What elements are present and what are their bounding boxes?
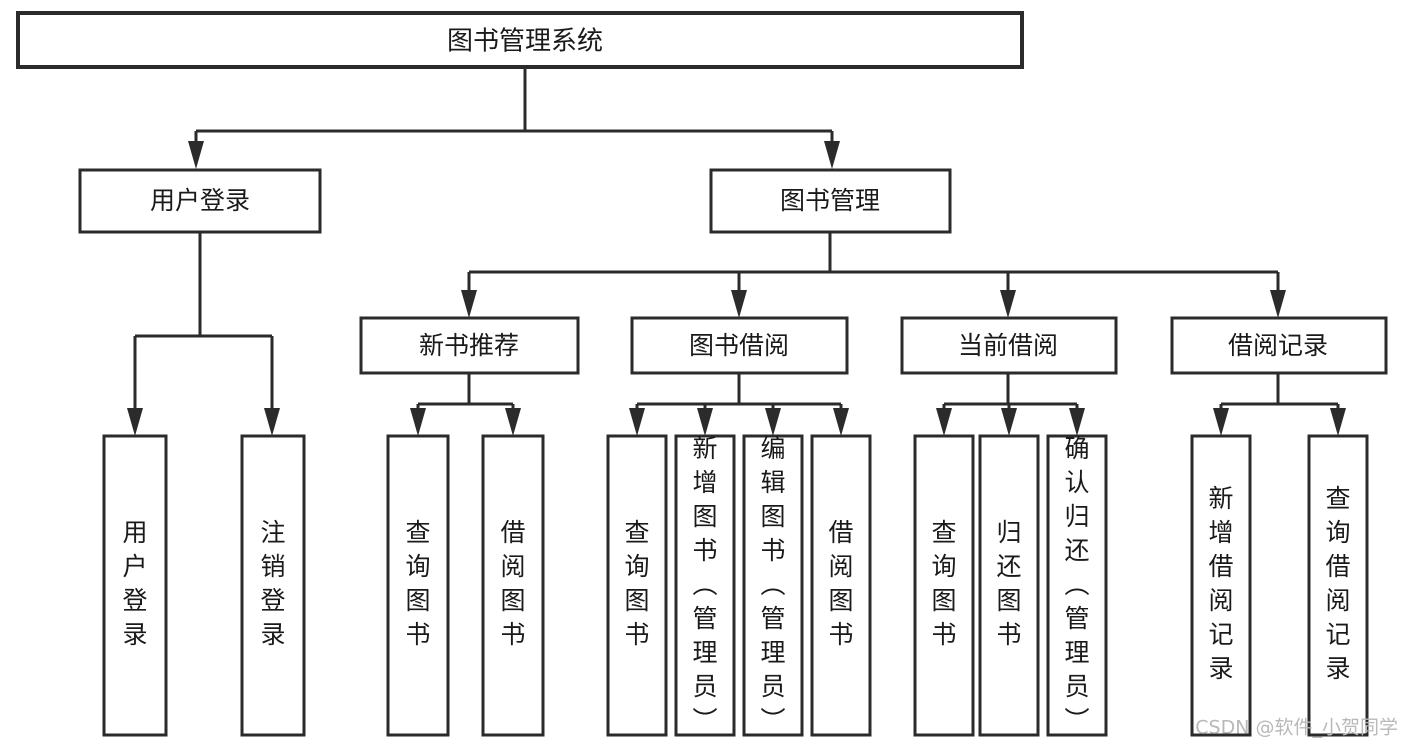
leaf-add-book-label: 新增图书︵管理员︶: [692, 434, 717, 735]
node-user-login[interactable]: 用户登录: [78, 168, 322, 234]
node-new-book-recommend[interactable]: 新书推荐: [359, 316, 580, 375]
leaf-return-book[interactable]: 归还图书: [978, 434, 1040, 737]
leaf-add-record-box[interactable]: [1190, 434, 1252, 737]
leaf-query-book-1[interactable]: 查询图书: [386, 434, 450, 737]
node-root-box[interactable]: [16, 11, 1024, 69]
leaf-borrow-book-1-label: 借阅图书: [500, 518, 525, 649]
node-current-borrow-box[interactable]: [900, 316, 1118, 375]
leaf-edit-book-label: 编辑图书︵管理员︶: [760, 434, 785, 735]
leaf-borrow-book-2-box[interactable]: [810, 434, 872, 737]
node-borrow-record[interactable]: 借阅记录: [1170, 316, 1388, 375]
arrow-currentborrow-leaf-2: [1069, 408, 1085, 436]
leaf-query-book-2-box[interactable]: [606, 434, 668, 737]
arrow-bookborrow-leaf-0: [629, 408, 645, 436]
leaf-edit-book[interactable]: 编辑图书︵管理员︶: [742, 434, 804, 737]
arrow-to-new-book-recommend: [461, 290, 477, 318]
arrow-currentborrow-leaf-1: [1001, 408, 1017, 436]
leaf-borrow-book-1[interactable]: 借阅图书: [481, 434, 545, 737]
node-book-manage-label: 图书管理: [780, 186, 880, 215]
arrow-borrowrecord-leaf-0: [1213, 408, 1229, 436]
leaf-user-login-label: 用户登录: [122, 518, 147, 649]
node-book-manage[interactable]: 图书管理: [709, 168, 952, 234]
node-book-borrow[interactable]: 图书借阅: [630, 316, 849, 375]
arrow-bookborrow-leaf-1: [697, 408, 713, 436]
arrow-currentborrow-leaf-0: [936, 408, 952, 436]
node-current-borrow-label: 当前借阅: [958, 331, 1058, 360]
arrow-to-book-manage: [824, 141, 840, 169]
node-borrow-record-label: 借阅记录: [1228, 331, 1328, 360]
node-current-borrow[interactable]: 当前借阅: [900, 316, 1118, 375]
leaf-query-book-2[interactable]: 查询图书: [606, 434, 668, 737]
connector-layer: [127, 67, 1346, 436]
leaf-return-book-label: 归还图书: [996, 518, 1021, 649]
node-root-label: 图书管理系统: [447, 27, 603, 57]
leaf-query-book-1-box[interactable]: [386, 434, 450, 737]
leaf-query-book-2-label: 查询图书: [624, 518, 649, 649]
leaf-edit-book-box[interactable]: [742, 434, 804, 737]
leaf-user-logout[interactable]: 注销登录: [240, 434, 306, 737]
leaf-add-record-label: 新增借阅记录: [1208, 484, 1233, 683]
leaf-query-book-1-label: 查询图书: [405, 518, 430, 649]
arrow-newbook-leaf-1: [505, 408, 521, 436]
node-root[interactable]: 图书管理系统: [16, 11, 1024, 69]
arrow-to-borrow-record: [1270, 290, 1286, 318]
leaf-return-book-box[interactable]: [978, 434, 1040, 737]
leaf-query-record[interactable]: 查询借阅记录: [1307, 434, 1369, 737]
leaf-query-book-3-label: 查询图书: [931, 518, 956, 649]
arrow-newbook-leaf-0: [410, 408, 426, 436]
arrow-borrowrecord-leaf-1: [1330, 408, 1346, 436]
csdn-watermark: CSDN @软件_小贺同学: [1195, 717, 1398, 739]
leaf-user-logout-box[interactable]: [240, 434, 306, 737]
node-new-book-recommend-label: 新书推荐: [419, 331, 519, 360]
leaf-query-record-box[interactable]: [1307, 434, 1369, 737]
node-book-manage-box[interactable]: [709, 168, 952, 234]
leaf-query-book-3[interactable]: 查询图书: [913, 434, 975, 737]
leaf-user-login-box[interactable]: [102, 434, 168, 737]
leaf-add-record[interactable]: 新增借阅记录: [1190, 434, 1252, 737]
leaf-add-book-box[interactable]: [674, 434, 736, 737]
arrow-bookborrow-leaf-3: [833, 408, 849, 436]
node-user-login-box[interactable]: [78, 168, 322, 234]
leaf-confirm-return-box[interactable]: [1046, 434, 1108, 737]
arrow-bookborrow-leaf-2: [765, 408, 781, 436]
node-borrow-record-box[interactable]: [1170, 316, 1388, 375]
leaf-add-book[interactable]: 新增图书︵管理员︶: [674, 434, 736, 737]
leaf-user-logout-label: 注销登录: [260, 518, 285, 649]
arrow-userlogin-leaf-1: [264, 408, 280, 436]
arrow-to-book-borrow: [731, 290, 747, 318]
arrow-to-current-borrow: [1000, 290, 1016, 318]
leaf-user-login[interactable]: 用户登录: [102, 434, 168, 737]
node-user-login-label: 用户登录: [150, 186, 250, 215]
leaf-borrow-book-2[interactable]: 借阅图书: [810, 434, 872, 737]
leaf-query-record-label: 查询借阅记录: [1325, 484, 1350, 683]
leaf-confirm-return-label: 确认归还︵管理员︶: [1064, 434, 1089, 735]
node-book-borrow-box[interactable]: [630, 316, 849, 375]
leaf-query-book-3-box[interactable]: [913, 434, 975, 737]
node-new-book-recommend-box[interactable]: [359, 316, 580, 375]
arrow-userlogin-leaf-0: [127, 408, 143, 436]
leaf-borrow-book-2-label: 借阅图书: [828, 518, 853, 649]
arrow-to-user-login: [188, 141, 204, 169]
leaf-confirm-return[interactable]: 确认归还︵管理员︶: [1046, 434, 1108, 737]
leaf-borrow-book-1-box[interactable]: [481, 434, 545, 737]
node-book-borrow-label: 图书借阅: [689, 331, 789, 360]
